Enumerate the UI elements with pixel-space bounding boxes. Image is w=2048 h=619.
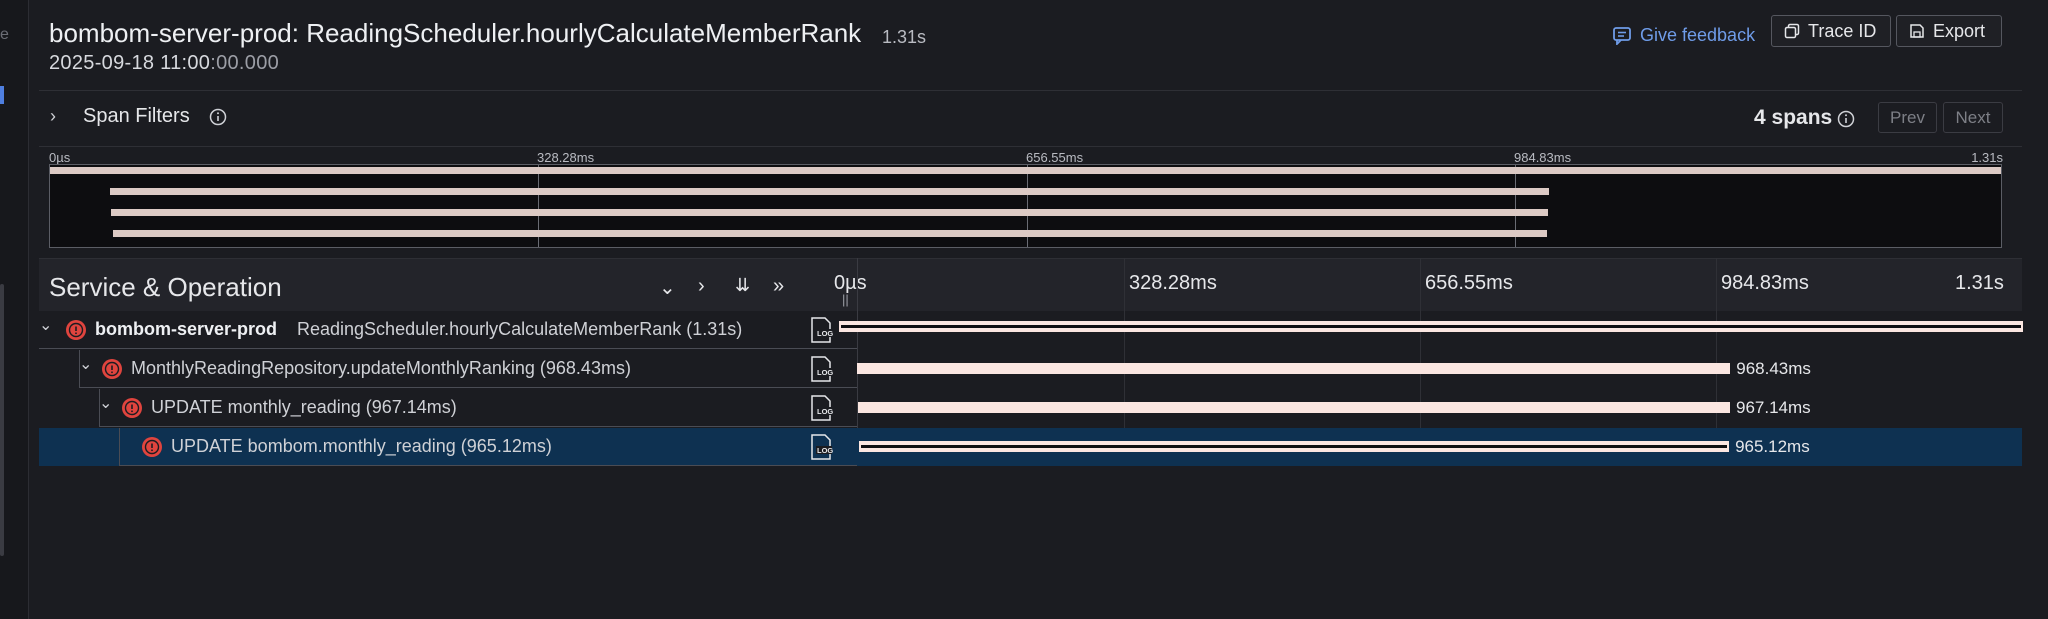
timeline-tick-label: 656.55ms — [1425, 272, 1513, 294]
minimap-span-bar — [50, 167, 2001, 174]
span-row-label-cell — [39, 311, 857, 349]
minimap-span-bar — [111, 209, 1549, 216]
svg-text:LOG: LOG — [817, 329, 833, 338]
span-operation-name: MonthlyReadingRepository.updateMonthlyRa… — [131, 358, 631, 378]
minimap-span-bar — [109, 188, 1549, 195]
span-row[interactable]: ⌄ UPDATE monthly_reading (967.14ms) LOG 967… — [39, 389, 2022, 427]
prev-button[interactable]: Prev — [1878, 102, 1937, 133]
chevron-down-icon[interactable]: ⌄ — [39, 317, 53, 334]
error-icon — [122, 398, 142, 418]
expand-all-icon[interactable]: » — [773, 275, 785, 297]
feedback-icon — [1613, 27, 1631, 45]
log-icon[interactable]: LOG — [809, 395, 833, 421]
log-icon[interactable]: LOG — [809, 434, 833, 460]
divider — [39, 146, 2022, 147]
span-row-label-cell — [79, 350, 857, 388]
next-button[interactable]: Next — [1943, 102, 2003, 133]
info-icon[interactable] — [209, 108, 227, 126]
trace-id-button[interactable]: Trace ID — [1771, 15, 1891, 47]
timeline-tick-label: 0µs — [834, 272, 867, 294]
span-operation-name: UPDATE bombom.monthly_reading (965.12ms) — [171, 436, 552, 456]
span-bar[interactable] — [857, 363, 1731, 374]
gutter-glyph: e — [0, 26, 9, 43]
trace-datetime: 2025-09-18 11:00:00.000 — [49, 52, 279, 75]
span-service-name: bombom-server-prod — [95, 319, 278, 339]
span-duration-label: 968.43ms — [1736, 359, 1811, 378]
divider — [39, 90, 2022, 91]
datetime-main: 2025-09-18 11:00 — [49, 52, 211, 74]
span-count: 4 spans — [1754, 106, 1833, 129]
minimap-tick-label: 984.83ms — [1514, 150, 1572, 165]
chevron-down-icon[interactable]: ⌄ — [79, 356, 93, 373]
minimap-gridline — [1515, 165, 1516, 247]
span-row[interactable]: ⌄ MonthlyReadingRepository.updateMonthlyR… — [39, 350, 2022, 388]
service-operation-heading: Service & Operation — [49, 272, 282, 302]
minimap-axis: 0µs 328.28ms 656.55ms 984.83ms 1.31s — [49, 150, 2003, 165]
info-icon[interactable] — [1837, 110, 1855, 128]
timeline-gridline — [1124, 258, 1125, 466]
span-duration-label: 967.14ms — [1735, 398, 1811, 417]
collapse-one-icon[interactable]: ⌄ — [659, 277, 676, 299]
error-icon — [66, 320, 86, 340]
timeline-tick-label: 328.28ms — [1129, 272, 1217, 294]
minimap-gridline — [538, 165, 539, 247]
chevron-down-icon[interactable]: ⌄ — [99, 395, 113, 412]
log-icon[interactable]: LOG — [809, 356, 833, 382]
side-gutter: e — [0, 0, 29, 619]
minimap-tick-label: 328.28ms — [537, 150, 595, 165]
span-row-label-cell — [99, 389, 857, 427]
span-duration-label: 965.12ms — [1735, 437, 1810, 456]
minimap-tick-label: 1.31s — [1971, 150, 2003, 165]
timeline-gridline — [1716, 258, 1717, 466]
trace-minimap[interactable] — [49, 164, 2002, 248]
timeline-tick-label: 984.83ms — [1721, 272, 1809, 294]
minimap-tick-label: 656.55ms — [1026, 150, 1084, 165]
span-row[interactable]: UPDATE bombom.monthly_reading (965.12ms)… — [39, 428, 2022, 466]
export-label: Export — [1933, 20, 1986, 41]
feedback-label: Give feedback — [1640, 24, 1756, 45]
span-operation-name: ReadingScheduler.hourlyCalculateMemberRa… — [297, 319, 743, 339]
span-bar[interactable] — [857, 402, 1730, 413]
span-self-time-line — [860, 445, 1728, 448]
table-header — [39, 258, 2022, 311]
minimap-span-bar — [112, 230, 1547, 237]
span-self-time-line — [841, 325, 2021, 328]
log-icon[interactable]: LOG — [809, 317, 833, 343]
column-divider — [857, 258, 858, 466]
error-icon — [102, 359, 122, 379]
export-button[interactable]: Export — [1896, 15, 2002, 47]
span-row[interactable]: ⌄ bombom-server-prod ReadingScheduler.hour… — [39, 311, 2023, 349]
datetime-fraction: :00.000 — [210, 52, 280, 74]
trace-id-label: Trace ID — [1808, 20, 1877, 41]
span-operation-name: UPDATE monthly_reading (967.14ms) — [151, 397, 457, 417]
svg-text:LOG: LOG — [817, 407, 833, 416]
minimap-tick-label: 0µs — [49, 150, 71, 165]
minimap-gridline — [1027, 165, 1028, 247]
give-feedback-link[interactable]: Give feedback — [1612, 20, 1755, 50]
collapse-all-icon[interactable]: ⇊ — [735, 275, 751, 295]
timeline-gridline — [1420, 258, 1421, 466]
span-row-label-cell — [119, 428, 857, 466]
copy-icon — [1784, 23, 1800, 39]
span-filters-toggle[interactable]: Span Filters — [83, 105, 190, 127]
chevron-right-icon[interactable]: › — [50, 106, 56, 126]
timeline-tick-label: 1.31s — [1955, 272, 2004, 294]
error-icon — [142, 437, 162, 457]
expand-one-icon[interactable]: › — [698, 275, 705, 297]
trace-title: bombom-server-prod: ReadingScheduler.hou… — [49, 18, 862, 48]
trace-duration: 1.31s — [882, 27, 927, 47]
svg-text:LOG: LOG — [817, 446, 833, 455]
trace-view: bombom-server-prod: ReadingScheduler.hou… — [29, 0, 2048, 619]
gutter-scrollbar[interactable] — [0, 284, 4, 556]
column-resize-handle[interactable]: || — [842, 292, 849, 307]
save-icon — [1910, 24, 1924, 38]
gutter-active-marker — [0, 86, 4, 104]
svg-text:LOG: LOG — [817, 368, 833, 377]
